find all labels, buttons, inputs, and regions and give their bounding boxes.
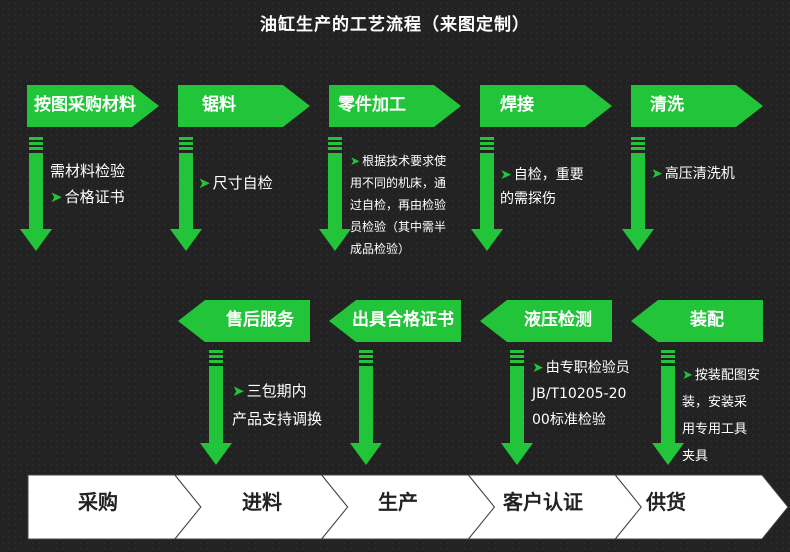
down-arrow-bottom-1: [200, 350, 232, 465]
down-arrow-bottom-2: [350, 350, 382, 465]
stem-stripe: [209, 355, 223, 358]
step-desc-after-sales: ➤三包期内 产品支持调换: [232, 382, 323, 428]
stem-stripe: [29, 142, 43, 145]
stem-shaft: [510, 366, 524, 443]
stem-stripe: [209, 360, 223, 363]
stem-stripe: [328, 137, 342, 140]
stem-stripe: [480, 147, 494, 150]
down-arrow-icon: [350, 443, 382, 465]
stage-label-production: 生产: [378, 490, 418, 514]
step-label-assembly: 装配: [690, 310, 724, 330]
stem-stripe: [209, 350, 223, 353]
stem-stripe: [510, 355, 524, 358]
step-desc-cleaning: ➤高压清洗机: [651, 166, 735, 182]
stem-stripe: [631, 147, 645, 150]
step-desc-machining: ➤根据技术要求使 用不同的机床，通 过自检，再由检验 员检验（其中需半 成品检验…: [350, 154, 447, 256]
down-arrow-icon: [622, 229, 654, 251]
stem-shaft: [179, 153, 193, 229]
down-arrow-icon: [200, 443, 232, 465]
step-label-machining: 零件加工: [338, 95, 406, 115]
down-arrow-bottom-3: [501, 350, 533, 465]
stem-shaft: [328, 153, 342, 229]
stem-stripe: [359, 360, 373, 363]
stage-chevron-1: [27, 474, 202, 540]
down-arrow-bottom-4: [652, 350, 684, 465]
down-arrow-top-3: [319, 137, 351, 251]
step-label-cleaning: 清洗: [650, 95, 684, 115]
down-arrow-icon: [20, 229, 52, 251]
stem-stripe: [179, 147, 193, 150]
down-arrow-icon: [501, 443, 533, 465]
stage-label-purchase: 采购: [78, 490, 118, 514]
process-arrow-bottom-4: [631, 300, 763, 342]
stem-stripe: [661, 350, 675, 353]
step-desc-hydraulic-test: ➤由专职检验员 JB/T10205-20 00标准检验: [532, 360, 630, 428]
stem-stripe: [29, 137, 43, 140]
step-label-welding: 焊接: [500, 95, 534, 115]
step-label-certificate: 出具合格证书: [352, 310, 454, 330]
stage-label-supply: 供货: [646, 490, 686, 514]
stem-stripe: [480, 142, 494, 145]
stage-label-customer-cert: 客户认证: [503, 490, 583, 514]
stem-stripe: [179, 137, 193, 140]
process-arrow-top-1: [27, 85, 159, 127]
stem-stripe: [179, 142, 193, 145]
stem-stripe: [480, 137, 494, 140]
process-arrow-top-3: [329, 85, 461, 127]
step-desc-assembly: ➤按装配图安 装，安装采 用专用工具 夹具: [682, 368, 760, 464]
stem-stripe: [359, 350, 373, 353]
down-arrow-icon: [319, 229, 351, 251]
stem-shaft: [209, 366, 223, 443]
step-desc-sawing: ➤尺寸自检: [198, 174, 273, 192]
stem-stripe: [661, 360, 675, 363]
stage-label-intake: 进料: [242, 490, 282, 514]
stem-stripe: [631, 137, 645, 140]
stem-stripe: [510, 360, 524, 363]
down-arrow-top-5: [622, 137, 654, 251]
down-arrow-top-2: [170, 137, 202, 251]
down-arrow-top-4: [471, 137, 503, 251]
stem-stripe: [29, 147, 43, 150]
stem-stripe: [631, 142, 645, 145]
process-arrow-top-4: [480, 85, 612, 127]
step-label-after-sales: 售后服务: [226, 310, 294, 330]
stem-shaft: [480, 153, 494, 229]
stem-stripe: [328, 142, 342, 145]
stem-shaft: [661, 366, 675, 443]
process-arrow-bottom-3: [480, 300, 612, 342]
step-label-sawing: 锯料: [202, 95, 236, 115]
stem-stripe: [359, 355, 373, 358]
stem-stripe: [661, 355, 675, 358]
step-label-purchase-material: 按图采购材料: [34, 95, 136, 115]
down-arrow-top-1: [20, 137, 52, 251]
stem-stripe: [510, 350, 524, 353]
process-arrow-top-2: [178, 85, 310, 127]
down-arrow-icon: [471, 229, 503, 251]
process-arrow-top-5: [631, 85, 763, 127]
process-arrow-bottom-2: [329, 300, 461, 342]
step-desc-purchase-material: 需材料检验 ➤合格证书: [50, 162, 126, 206]
stem-shaft: [29, 153, 43, 229]
step-label-hydraulic-test: 液压检测: [524, 310, 592, 330]
down-arrow-icon: [170, 229, 202, 251]
process-arrow-bottom-1: [178, 300, 310, 342]
stem-stripe: [328, 147, 342, 150]
down-arrow-icon: [652, 443, 684, 465]
diagram-title: 油缸生产的工艺流程（来图定制）: [260, 15, 530, 35]
stem-shaft: [359, 366, 373, 443]
stem-shaft: [631, 153, 645, 229]
step-desc-welding: ➤自检，重要 的需探伤: [500, 167, 584, 207]
